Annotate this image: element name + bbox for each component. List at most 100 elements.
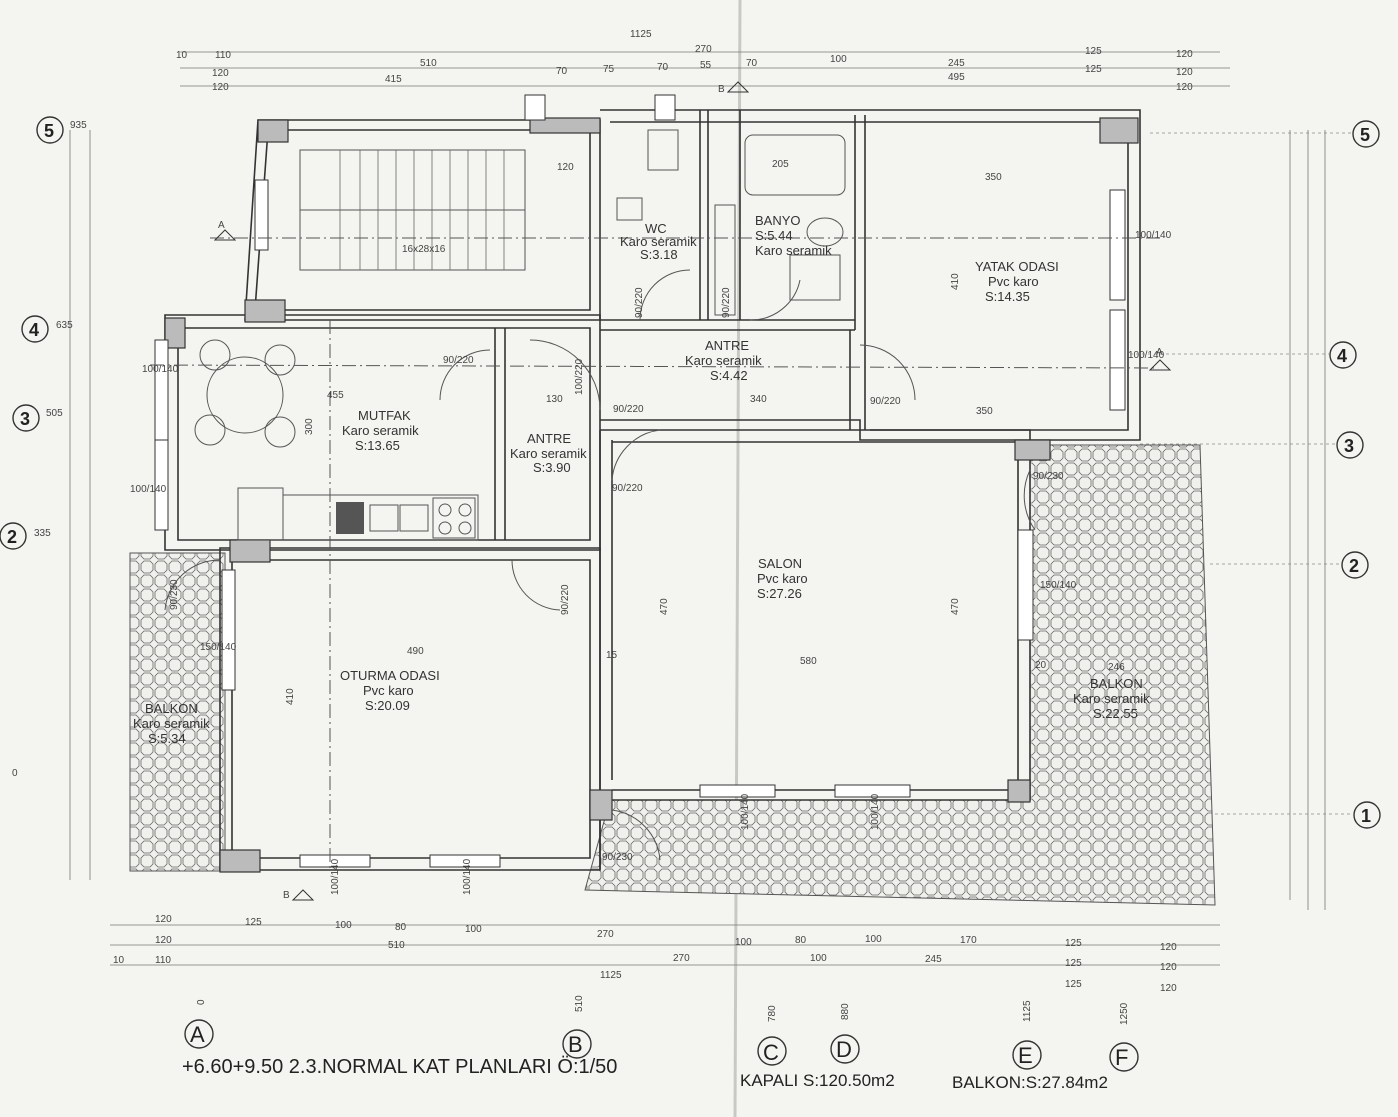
drawing-title: +6.60+9.50 2.3.NORMAL KAT PLANLARI Ö:1/5… bbox=[182, 1056, 618, 1078]
svg-text:350: 350 bbox=[985, 172, 1002, 183]
svg-text:150/140: 150/140 bbox=[1040, 580, 1077, 591]
closed-area: KAPALI S:120.50m2 bbox=[740, 1071, 895, 1090]
svg-text:335: 335 bbox=[34, 528, 51, 539]
svg-text:D: D bbox=[836, 1037, 852, 1062]
svg-text:100/140: 100/140 bbox=[870, 793, 881, 830]
svg-text:270: 270 bbox=[597, 929, 614, 940]
antre1-floor: Karo seramik bbox=[510, 446, 587, 461]
wc-area: S:3.18 bbox=[640, 247, 678, 262]
staircase: 16x28x16 bbox=[210, 149, 1160, 271]
svg-text:B: B bbox=[718, 84, 725, 95]
svg-text:100: 100 bbox=[865, 934, 882, 945]
svg-text:80: 80 bbox=[795, 935, 807, 946]
svg-text:125: 125 bbox=[1085, 64, 1102, 75]
svg-text:245: 245 bbox=[948, 58, 965, 69]
svg-text:120: 120 bbox=[1176, 67, 1193, 78]
svg-text:935: 935 bbox=[70, 120, 87, 131]
svg-text:70: 70 bbox=[657, 62, 669, 73]
svg-text:300: 300 bbox=[304, 418, 315, 435]
svg-text:125: 125 bbox=[1065, 979, 1082, 990]
svg-text:0: 0 bbox=[12, 768, 18, 779]
svg-text:100/140: 100/140 bbox=[740, 793, 751, 830]
svg-text:100: 100 bbox=[465, 924, 482, 935]
windows bbox=[154, 94, 1126, 868]
svg-text:125: 125 bbox=[1065, 958, 1082, 969]
svg-text:3: 3 bbox=[20, 409, 30, 429]
svg-text:120: 120 bbox=[1160, 942, 1177, 953]
svg-text:1125: 1125 bbox=[1022, 1000, 1033, 1022]
svg-text:5: 5 bbox=[44, 121, 54, 141]
svg-text:E: E bbox=[1018, 1043, 1033, 1068]
mutfak-area: S:13.65 bbox=[355, 438, 400, 453]
svg-text:350: 350 bbox=[976, 406, 993, 417]
svg-text:1125: 1125 bbox=[630, 29, 652, 40]
svg-text:120: 120 bbox=[1160, 983, 1177, 994]
svg-text:415: 415 bbox=[385, 74, 402, 85]
section-markers: A A B B bbox=[213, 81, 1172, 901]
svg-text:120: 120 bbox=[155, 935, 172, 946]
svg-text:780: 780 bbox=[767, 1005, 778, 1022]
svg-text:1125: 1125 bbox=[600, 970, 622, 981]
svg-text:110: 110 bbox=[155, 955, 171, 966]
mutfak-floor: Karo seramik bbox=[342, 423, 419, 438]
svg-text:410: 410 bbox=[285, 688, 296, 705]
svg-text:246: 246 bbox=[1108, 662, 1125, 673]
svg-text:B: B bbox=[568, 1032, 583, 1057]
svg-text:120: 120 bbox=[212, 68, 229, 79]
svg-text:125: 125 bbox=[1065, 938, 1082, 949]
svg-text:0: 0 bbox=[196, 999, 207, 1005]
banyo-floor: Karo seramik bbox=[755, 243, 832, 258]
svg-text:100: 100 bbox=[335, 920, 352, 931]
svg-text:90/220: 90/220 bbox=[443, 355, 474, 366]
svg-text:20: 20 bbox=[1035, 660, 1047, 671]
svg-text:635: 635 bbox=[56, 320, 73, 331]
yatak-name: YATAK ODASI bbox=[975, 259, 1059, 274]
svg-text:130: 130 bbox=[546, 394, 563, 405]
door-labels: 90/220 90/220 100/220 90/220 90/220 90/2… bbox=[169, 287, 1064, 863]
svg-text:125: 125 bbox=[1085, 46, 1102, 57]
svg-text:510: 510 bbox=[420, 58, 437, 69]
dimension-lines bbox=[69, 51, 1326, 966]
svg-text:2: 2 bbox=[7, 527, 17, 547]
svg-text:3: 3 bbox=[1344, 436, 1354, 456]
svg-text:90/230: 90/230 bbox=[602, 852, 633, 863]
svg-text:270: 270 bbox=[695, 44, 712, 55]
svg-text:90/220: 90/220 bbox=[560, 584, 571, 615]
svg-text:880: 880 bbox=[840, 1003, 851, 1020]
balkon-left-area: S:5.34 bbox=[148, 731, 186, 746]
svg-text:510: 510 bbox=[388, 940, 405, 951]
oturma-name: OTURMA ODASI bbox=[340, 668, 440, 683]
antre2-floor: Karo seramik bbox=[685, 353, 762, 368]
svg-text:495: 495 bbox=[948, 72, 965, 83]
svg-text:410: 410 bbox=[950, 273, 961, 290]
svg-text:170: 170 bbox=[960, 935, 977, 946]
yatak-floor: Pvc karo bbox=[988, 274, 1039, 289]
svg-text:100/140: 100/140 bbox=[330, 858, 341, 895]
svg-text:5: 5 bbox=[1360, 125, 1370, 145]
svg-text:1250: 1250 bbox=[1119, 1002, 1130, 1025]
inner-dimension-labels: 120 205 350 410 350 455 300 130 340 470 … bbox=[285, 159, 1125, 705]
svg-text:80: 80 bbox=[395, 922, 407, 933]
wc-floor: Karo seramik bbox=[620, 234, 697, 249]
svg-text:90/220: 90/220 bbox=[870, 396, 901, 407]
axis-numbers: 5 935 4 635 3 505 2 335 0 5 4 3 2 1 bbox=[0, 116, 1381, 829]
antre1-name: ANTRE bbox=[527, 431, 571, 446]
svg-text:1: 1 bbox=[1361, 806, 1371, 826]
banyo-area: S:5.44 bbox=[755, 228, 793, 243]
svg-text:120: 120 bbox=[1176, 82, 1193, 93]
svg-text:100/140: 100/140 bbox=[462, 858, 473, 895]
svg-text:10: 10 bbox=[113, 955, 125, 966]
window-labels: 100/140 100/140 150/140 100/140 100/140 … bbox=[130, 230, 1172, 895]
antre2-name: ANTRE bbox=[705, 338, 749, 353]
bathroom-fixtures bbox=[616, 129, 846, 316]
svg-text:120: 120 bbox=[557, 162, 574, 173]
balcony-right-tiles bbox=[584, 444, 1216, 906]
svg-text:90/220: 90/220 bbox=[612, 483, 643, 494]
stair-size-label: 16x28x16 bbox=[402, 244, 446, 255]
antre2-area: S:4.42 bbox=[710, 368, 748, 383]
svg-text:2: 2 bbox=[1349, 556, 1359, 576]
svg-text:100/220: 100/220 bbox=[574, 358, 585, 395]
top-dimension-labels: 1125 10 110 510 270 100 245 125 120 120 … bbox=[176, 29, 1193, 93]
svg-text:470: 470 bbox=[950, 598, 961, 615]
svg-text:100/140: 100/140 bbox=[1128, 350, 1165, 361]
